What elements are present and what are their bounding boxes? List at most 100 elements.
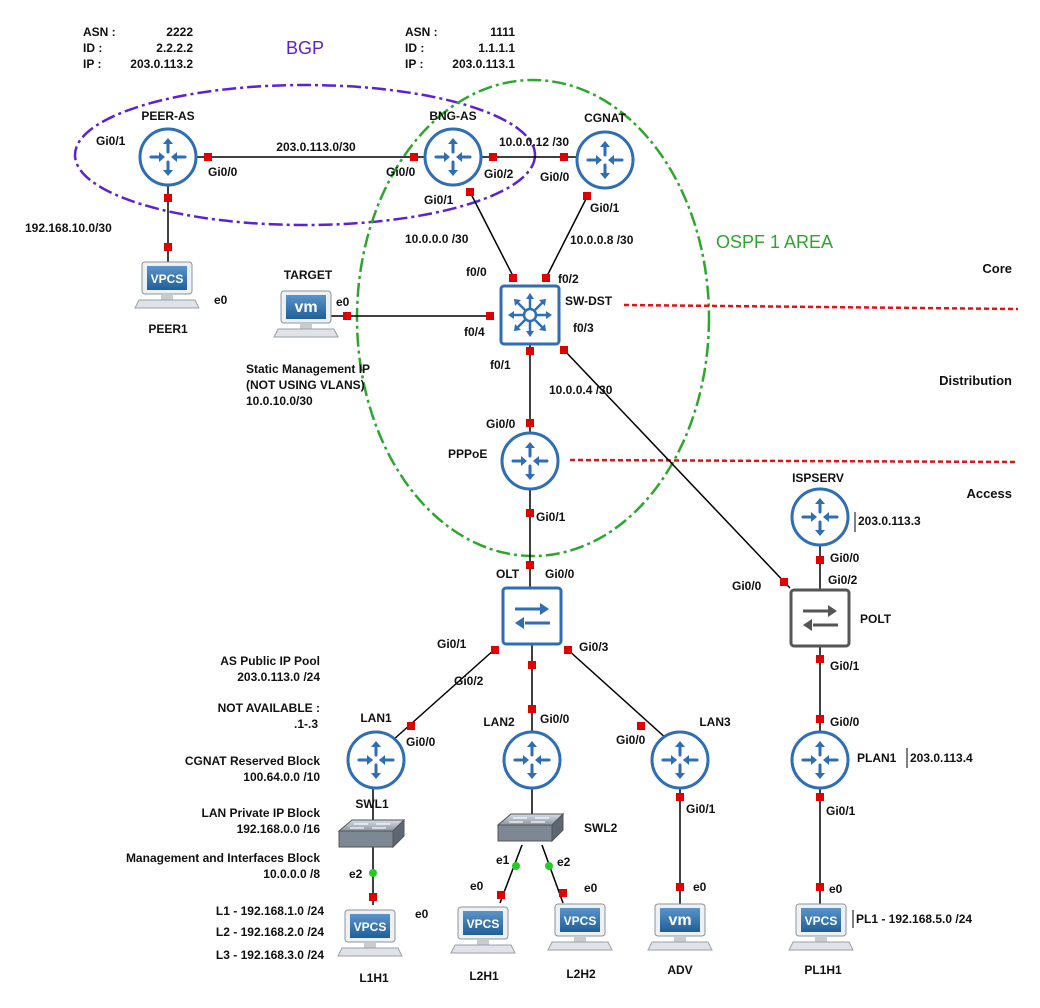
vpcs-l2h1-icon[interactable]: VPCS [450,906,516,954]
legend-lan-value: 192.168.0.0 /16 [237,822,321,836]
port-label: Gi0/0 [732,579,762,593]
router-peer-as-icon[interactable] [138,127,198,187]
port-label: Gi0/0 [545,567,575,581]
legend-cgnat-title: CGNAT Reserved Block [185,754,320,768]
polt-switch-icon[interactable] [789,588,851,648]
port-marker [486,312,494,320]
tier-distribution-label: Distribution [939,373,1012,388]
target-mgmt-line2: (NOT USING VLANS) [246,378,365,392]
port-marker [466,188,474,196]
vpcs-l2h2-icon[interactable]: VPCS [547,903,613,951]
port-marker [564,646,572,654]
port-marker [816,655,824,663]
node-label-lan2: LAN2 [483,715,515,729]
ospf-area-label: OSPF 1 AREA [716,232,833,252]
port-label: Gi0/0 [486,417,516,431]
legend-l3: L3 - 192.168.3.0 /24 [216,948,324,962]
port-marker [560,346,568,354]
pl1-net: PL1 - 192.168.5.0 /24 [856,912,972,926]
vpcs-pl1h1-icon[interactable]: VPCS [788,903,854,951]
port-marker [410,153,418,161]
node-label-olt: OLT [496,567,520,581]
target-mgmt-line3: 10.0.10.0/30 [246,394,313,408]
port-label: Gi0/3 [579,640,609,654]
svg-text:VPCS: VPCS [354,920,387,934]
legend-mgmt-value: 10.0.0.0 /8 [263,867,320,881]
port-marker-green [369,869,377,877]
port-label: Gi0/1 [96,134,126,148]
router-bng-as-icon[interactable] [423,127,483,187]
node-label-ispserv: ISPSERV [792,471,844,485]
svg-text:VPCS: VPCS [805,914,838,928]
port-marker [816,715,824,723]
router-lan2-icon[interactable] [502,730,562,790]
router-cgnat-icon[interactable] [575,130,635,190]
vm-adv-icon[interactable]: vm [647,903,713,951]
port-label: f0/4 [464,325,485,339]
node-label-cgnat: CGNAT [584,111,626,125]
node-label-peer1: PEER1 [148,322,188,336]
vpcs-peer1-icon[interactable]: VPCS [134,261,200,309]
port-label: Gi0/0 [406,735,436,749]
port-label: Gi0/2 [828,573,858,587]
router-plan1-icon[interactable] [790,730,850,790]
distribution-access-separator [569,458,1019,464]
port-label: Gi0/0 [208,165,238,179]
subnet-bng-cgnat: 10.0.0.12 /30 [499,135,569,149]
port-label: e0 [693,880,707,894]
port-marker [583,192,591,200]
switch-swl1-icon[interactable] [338,819,405,848]
l3-switch-sw-dst-icon[interactable] [499,284,561,346]
bgp-area-boundary [73,83,537,227]
bng-id-value: 1.1.1.1 [478,41,515,55]
port-marker [407,722,415,730]
port-marker [526,561,534,569]
port-marker [560,153,568,161]
router-lan3-icon[interactable] [650,730,710,790]
link-bng-sw [469,191,515,279]
port-label: f0/0 [466,265,487,279]
port-label: Gi0/0 [830,551,860,565]
olt-switch-icon[interactable] [501,586,563,646]
port-marker [509,274,517,282]
port-marker-green [545,862,553,870]
node-label-pppoe: PPPoE [448,447,487,461]
router-ispserv-icon[interactable] [790,487,850,547]
port-label: Gi0/2 [454,674,484,688]
port-marker [204,153,212,161]
tier-access-label: Access [966,486,1012,501]
router-pppoe-icon[interactable] [500,431,560,491]
port-marker [526,347,534,355]
link-olt-lan3 [566,648,669,741]
legend-mgmt-title: Management and Interfaces Block [126,851,320,865]
port-marker [542,274,550,282]
port-marker [637,722,645,730]
port-label: Gi0/1 [590,201,620,215]
vm-target-icon[interactable]: vm [273,290,339,338]
port-label: Gi0/1 [424,193,454,207]
node-label-l2h2: L2H2 [566,967,596,981]
port-marker [489,153,497,161]
peer-asn-value: 2222 [166,25,193,39]
port-marker-green [512,862,520,870]
port-marker [816,793,824,801]
port-label: Gi0/0 [616,733,646,747]
svg-text:vm: vm [668,912,691,929]
router-lan1-icon[interactable] [346,730,406,790]
bgp-area-label: BGP [286,38,324,58]
legend-pool-value: 203.0.113.0 /24 [237,670,320,684]
ospf-area-boundary [355,78,711,558]
port-label: e1 [496,853,510,867]
vpcs-l1h1-icon[interactable]: VPCS [337,909,403,957]
subnet-bng-sw: 10.0.0.0 /30 [405,232,469,246]
node-label-swl2: SWL2 [584,821,618,835]
port-marker [780,578,788,586]
port-marker [526,419,534,427]
node-label-swl1: SWL1 [355,797,389,811]
switch-swl2-icon[interactable] [497,813,564,842]
port-marker [816,556,824,564]
port-label: Gi0/1 [826,804,856,818]
port-label: e0 [336,295,350,309]
port-label: Gi0/1 [830,659,860,673]
